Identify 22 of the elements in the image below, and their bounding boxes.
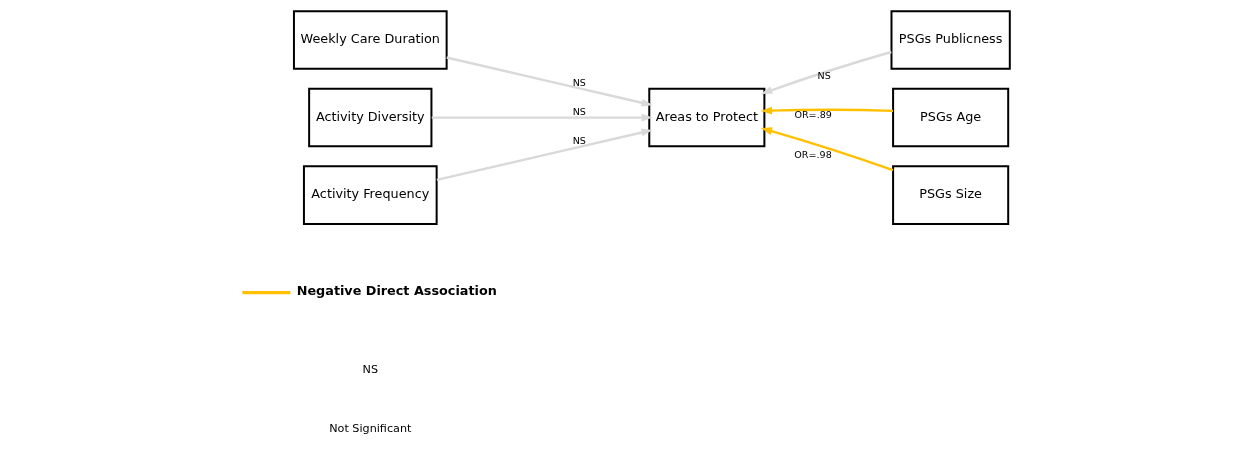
edge-label: OR=.98 <box>794 149 832 161</box>
node-box: Weekly Care Duration <box>292 10 448 70</box>
edge-label: NS <box>572 135 586 147</box>
edge-label: OR=.89 <box>794 109 832 121</box>
node-box: Areas to Protect <box>648 87 766 148</box>
node-box: PSGs Age <box>892 87 1010 148</box>
node-box: PSGs Size <box>892 165 1010 225</box>
arrow <box>446 56 653 107</box>
node-box: Activity Diversity <box>308 87 433 148</box>
node-box: Activity Frequency <box>302 165 438 225</box>
edge-label: NS <box>572 77 586 89</box>
label: NS <box>362 363 379 377</box>
arrow <box>761 50 892 94</box>
arrow <box>436 128 653 182</box>
arrow <box>760 106 894 115</box>
arrow <box>431 113 653 122</box>
node-box: PSGs Publicness <box>890 10 1011 70</box>
edge-label: NS <box>817 69 831 81</box>
legend-label: Negative Direct Association <box>296 282 497 298</box>
arrow <box>760 127 894 172</box>
label: Not Significant <box>329 421 412 435</box>
edge-label: NS <box>572 105 586 117</box>
